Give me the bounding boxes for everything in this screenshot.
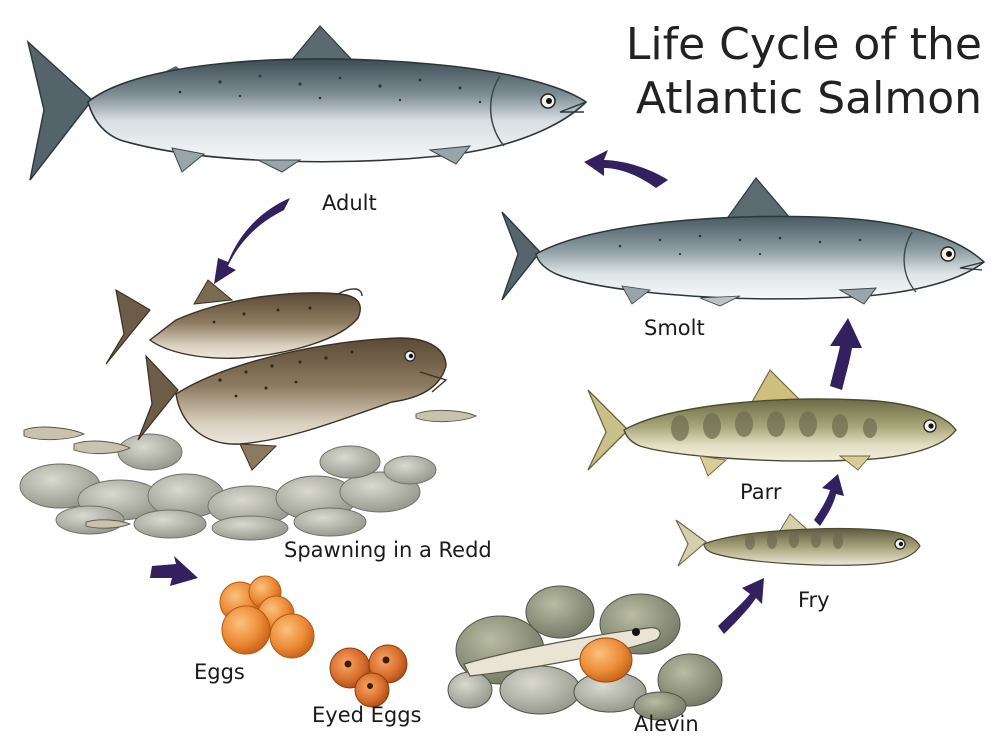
parr-salmon-illustration: [588, 370, 956, 476]
adult-salmon-illustration: [28, 26, 586, 180]
label-eggs: Eggs: [194, 660, 245, 684]
label-parr: Parr: [740, 480, 782, 504]
spawning-redd-illustration: [20, 280, 476, 540]
label-adult: Adult: [322, 191, 377, 215]
eyed-eggs-illustration: [330, 645, 407, 707]
smolt-salmon-illustration: [502, 178, 984, 306]
label-alevin: Alevin: [634, 712, 699, 736]
page-title: Life Cycle of the Atlantic Salmon: [612, 18, 982, 126]
arrow-smolt-to-adult: [584, 150, 668, 188]
eggs-illustration: [220, 576, 314, 658]
arrow-fry-to-parr: [814, 474, 844, 526]
title-line-2: Atlantic Salmon: [612, 72, 982, 126]
fry-salmon-illustration: [676, 514, 920, 566]
alevin-illustration: [448, 586, 722, 720]
title-line-1: Life Cycle of the: [612, 18, 982, 72]
label-spawning: Spawning in a Redd: [284, 538, 492, 562]
arrow-adult-to-spawning: [214, 198, 290, 284]
arrow-spawning-to-eggs: [150, 556, 198, 586]
arrow-alevin-to-fry: [718, 578, 764, 634]
arrow-parr-to-smolt: [830, 318, 862, 390]
label-fry: Fry: [798, 588, 830, 612]
label-smolt: Smolt: [644, 316, 705, 340]
label-eyed-eggs: Eyed Eggs: [312, 703, 422, 727]
